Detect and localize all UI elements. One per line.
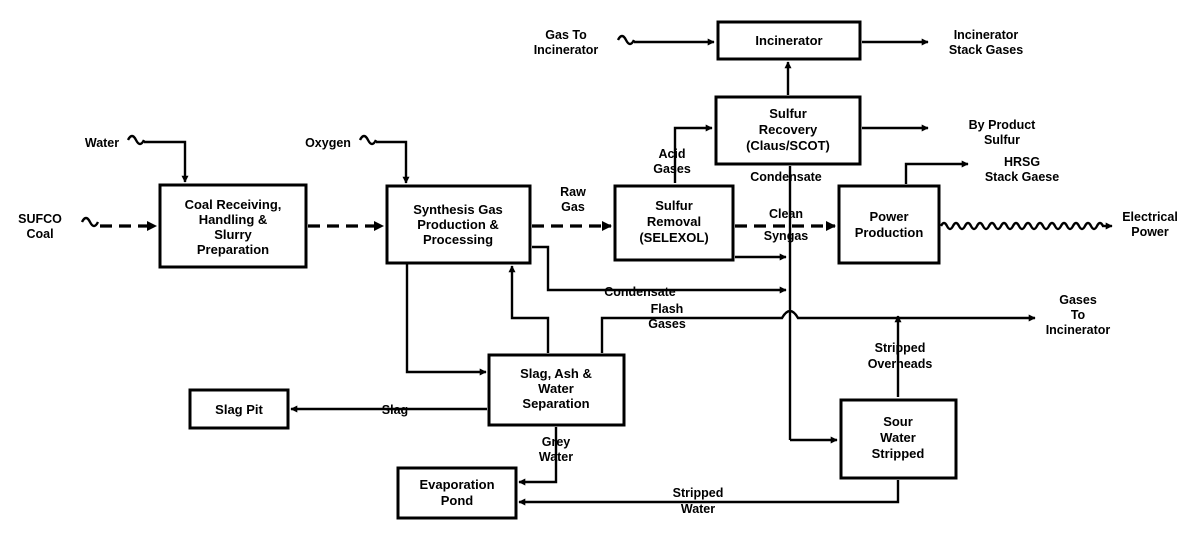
- box-sour-water-line-1: Sour: [883, 414, 913, 429]
- source-wave-gas: [616, 34, 636, 46]
- flow-labels: SUFCO Coal Water Oxygen Raw Gas Clean Sy…: [18, 28, 1178, 516]
- flow-grey-water: [518, 427, 558, 486]
- flow-electrical-wave: [939, 221, 1105, 231]
- label-condensate-mid: Condensate: [604, 285, 676, 299]
- label-oxygen: Oxygen: [305, 136, 351, 150]
- box-sulfur-recovery: Sulfur Recovery (Claus/SCOT): [714, 95, 862, 166]
- box-slag-sep-line-1: Slag, Ash &: [520, 366, 592, 381]
- label-acid-gases-1: Acid: [658, 147, 685, 161]
- label-incinerator-stack-2: Stack Gases: [949, 43, 1023, 57]
- label-acid-gases-2: Gases: [653, 162, 691, 176]
- label-flash-gases-2: Gases: [648, 317, 686, 331]
- label-electrical-2: Power: [1131, 225, 1169, 239]
- box-evaporation-pond: Evaporation Pond: [396, 466, 518, 520]
- label-grey-water-2: Water: [539, 450, 573, 464]
- source-wave-water: [126, 134, 146, 146]
- label-clean-syngas-1: Clean: [769, 207, 803, 221]
- flow-condensate-mid: [532, 245, 787, 294]
- label-flash-gases-1: Flash: [651, 302, 684, 316]
- box-sour-water: Sour Water Stripped: [839, 398, 958, 480]
- box-syngas: Synthesis Gas Production & Processing: [385, 184, 532, 265]
- box-power-line-1: Power: [869, 209, 908, 224]
- flow-water: [144, 140, 189, 183]
- box-slag-pit-line-1: Slag Pit: [215, 402, 263, 417]
- label-stripped-water-2: Water: [681, 502, 715, 516]
- box-sour-water-line-3: Stripped: [872, 446, 925, 461]
- box-sulfur-removal-line-3: (SELEXOL): [639, 230, 708, 245]
- box-sulfur-removal-line-2: Removal: [647, 214, 701, 229]
- box-coal-prep: Coal Receiving, Handling & Slurry Prepar…: [158, 183, 308, 269]
- flow-hrsg: [904, 160, 969, 184]
- box-syngas-line-2: Production &: [417, 217, 499, 232]
- box-coal-prep-line-3: Slurry: [214, 227, 252, 242]
- box-evap-pond-line-1: Evaporation: [419, 477, 494, 492]
- label-grey-water-1: Grey: [542, 435, 571, 449]
- label-stripped-overheads-1: Stripped: [875, 341, 926, 355]
- flow-flash-gases: [600, 309, 1036, 353]
- label-gases-to-incinerator-1: Gases: [1059, 293, 1097, 307]
- label-clean-syngas-2: Syngas: [764, 229, 809, 243]
- box-syngas-line-1: Synthesis Gas: [413, 202, 503, 217]
- box-evap-pond-line-2: Pond: [441, 493, 474, 508]
- flow-slag-to-syngas: [508, 265, 550, 353]
- box-incinerator: Incinerator: [716, 20, 862, 61]
- box-slag-sep-line-2: Water: [538, 381, 574, 396]
- label-hrsg-1: HRSG: [1004, 155, 1040, 169]
- label-hrsg-2: Stack Gaese: [985, 170, 1059, 184]
- flow-syngas-to-slag: [405, 264, 487, 376]
- flow-lines: [126, 34, 1113, 506]
- flow-main-dashed: [80, 216, 836, 231]
- label-byproduct-2: Sulfur: [984, 133, 1020, 147]
- box-coal-prep-line-4: Preparation: [197, 242, 269, 257]
- label-byproduct-1: By Product: [969, 118, 1037, 132]
- flow-oxygen: [376, 140, 410, 184]
- label-sufco-1: SUFCO: [18, 212, 62, 226]
- flow-stripped-water: [518, 480, 900, 506]
- source-wave-oxygen: [358, 134, 378, 146]
- label-water: Water: [85, 136, 119, 150]
- label-stripped-overheads-2: Overheads: [868, 357, 933, 371]
- box-sour-water-line-2: Water: [880, 430, 916, 445]
- label-gas-to-incinerator-2: Incinerator: [534, 43, 599, 57]
- label-gas-to-incinerator-1: Gas To: [545, 28, 587, 42]
- box-slag-pit: Slag Pit: [188, 388, 290, 430]
- flow-acid-gases: [673, 124, 713, 183]
- box-power-line-2: Production: [855, 225, 924, 240]
- box-slag-separation: Slag, Ash & Water Separation: [487, 353, 626, 427]
- box-incinerator-line-1: Incinerator: [755, 33, 822, 48]
- label-slag: Slag: [382, 403, 408, 417]
- label-condensate-top: Condensate: [750, 170, 822, 184]
- box-slag-sep-line-3: Separation: [522, 396, 589, 411]
- label-electrical-1: Electrical: [1122, 210, 1178, 224]
- label-gases-to-incinerator-3: Incinerator: [1046, 323, 1111, 337]
- label-stripped-water-1: Stripped: [673, 486, 724, 500]
- box-sulfur-recovery-line-2: Recovery: [759, 122, 818, 137]
- source-wave-coal: [80, 216, 100, 228]
- label-incinerator-stack-1: Incinerator: [954, 28, 1019, 42]
- box-sulfur-recovery-line-1: Sulfur: [769, 106, 807, 121]
- box-power-production: Power Production: [837, 184, 941, 265]
- label-raw-gas-1: Raw: [560, 185, 586, 199]
- label-sufco-2: Coal: [26, 227, 53, 241]
- box-syngas-line-3: Processing: [423, 232, 493, 247]
- box-coal-prep-line-1: Coal Receiving,: [185, 197, 282, 212]
- label-raw-gas-2: Gas: [561, 200, 585, 214]
- box-coal-prep-line-2: Handling &: [199, 212, 268, 227]
- box-sulfur-removal: Sulfur Removal (SELEXOL): [613, 184, 735, 262]
- box-sulfur-removal-line-1: Sulfur: [655, 198, 693, 213]
- label-gases-to-incinerator-2: To: [1071, 308, 1086, 322]
- box-sulfur-recovery-line-3: (Claus/SCOT): [746, 138, 830, 153]
